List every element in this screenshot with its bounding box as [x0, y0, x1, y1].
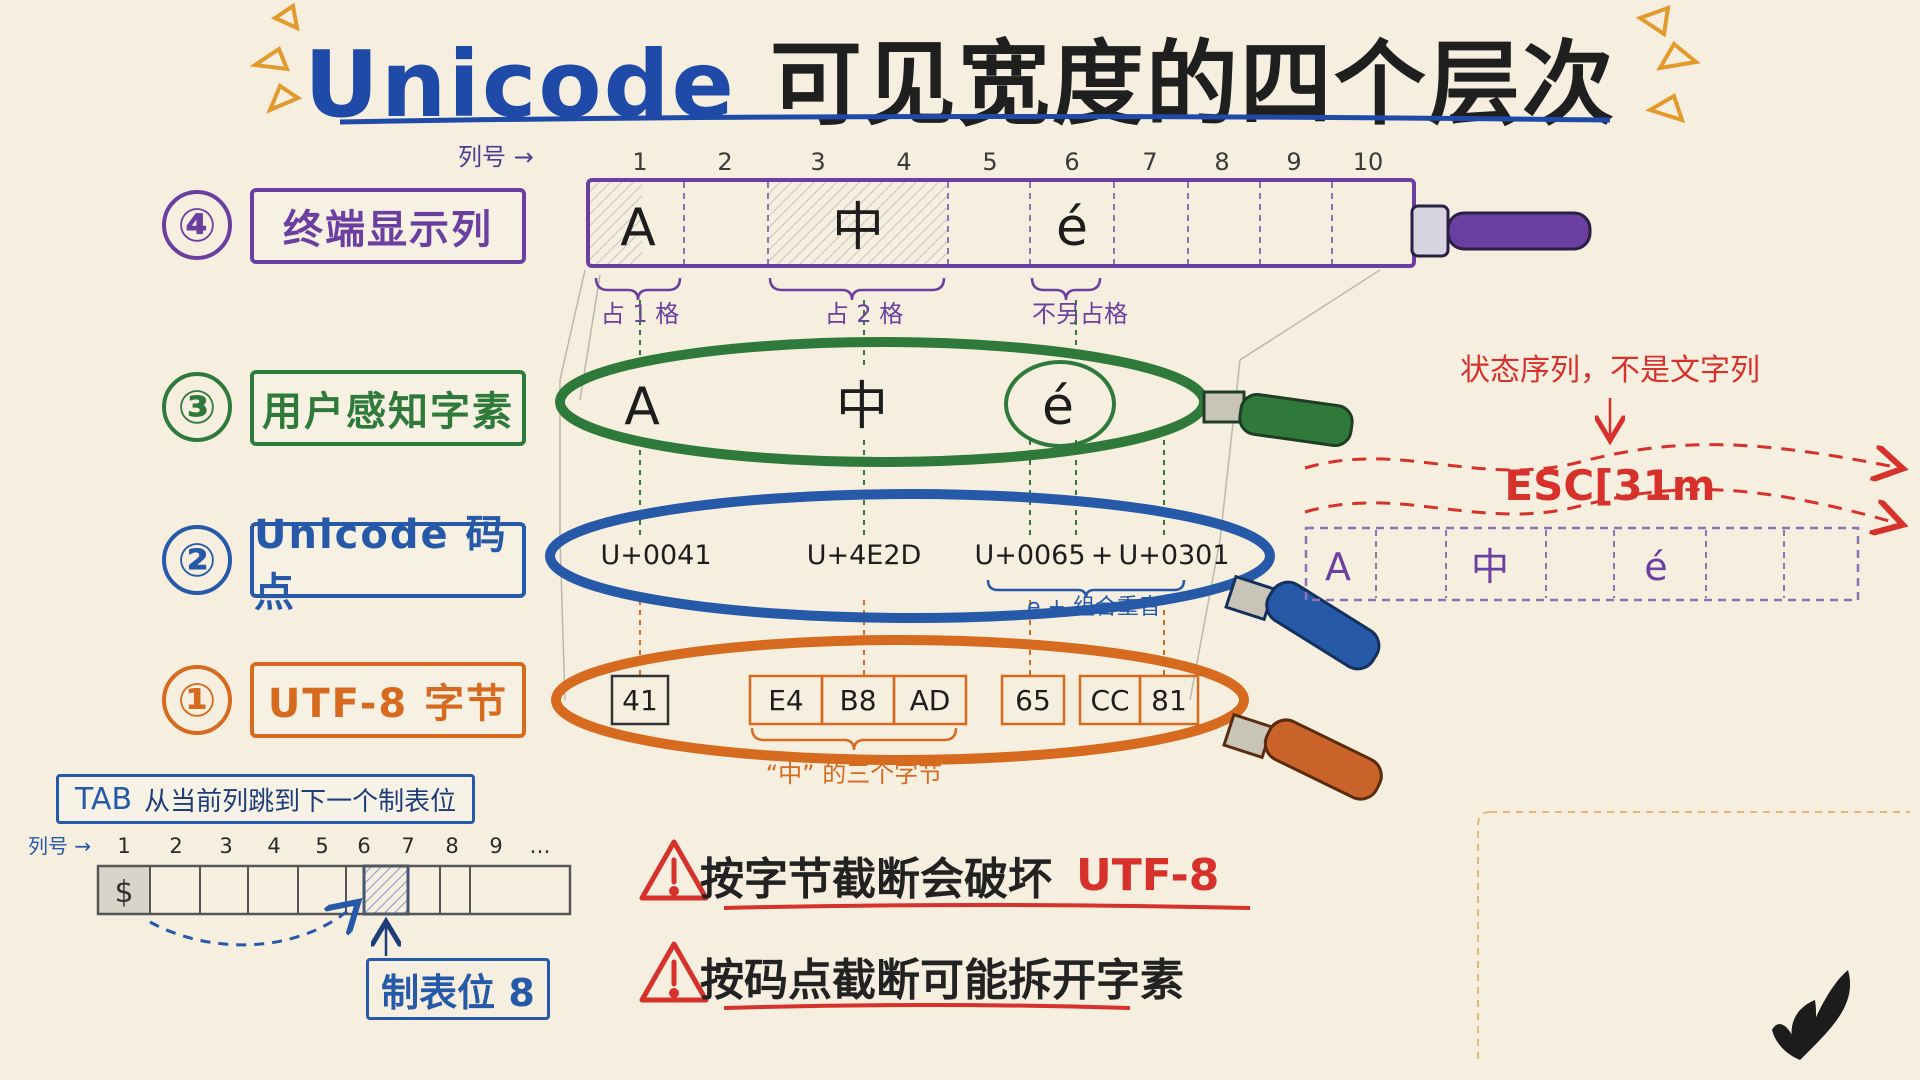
tab-column-number: 4	[267, 834, 280, 858]
combining-note: e + 组合重音	[1027, 595, 1161, 620]
title-underline	[339, 113, 1611, 125]
escape-cell-row	[1304, 526, 1860, 602]
tab-column-number: 3	[219, 834, 232, 858]
warning-1-text: 按字节截断会破坏	[700, 854, 1052, 905]
grapheme-lens	[555, 337, 1354, 467]
tab-ruler	[96, 864, 572, 916]
tab-column-number: 5	[315, 834, 328, 858]
bytes-brace	[750, 727, 958, 751]
level-4-number: ④	[162, 190, 232, 260]
tab-column-number: 8	[445, 834, 458, 858]
column-number: 7	[1142, 148, 1157, 176]
escape-wave-top	[1304, 443, 1900, 470]
empty-panel	[1477, 811, 1910, 1060]
tab-column-number: 9	[489, 834, 502, 858]
level-1-label: UTF-8 字节	[250, 662, 526, 738]
tab-first-cell: $	[114, 875, 133, 910]
codepoint-plus: +	[1091, 540, 1114, 571]
tab-stop-label: 制表位 8	[366, 958, 550, 1020]
byte-lens	[551, 635, 1383, 801]
tab-column-number: 6	[357, 834, 370, 858]
warning-underline-2	[723, 1003, 1131, 1010]
tab-subtitle: 从当前列跳到下一个制表位	[144, 786, 457, 817]
tab-column-number: …	[530, 834, 551, 858]
escape-cell-a: A	[1325, 545, 1351, 589]
codepoint-4e2d: U+4E2D	[807, 540, 922, 571]
escape-sequence: ESC[31m	[1504, 461, 1715, 510]
tab-column-numbers: 1 2 3 4 5 6 7 8 9 …	[117, 834, 550, 858]
grapheme-a: A	[624, 377, 660, 437]
escape-cell-zhong: 中	[1471, 545, 1509, 589]
byte-box	[1000, 674, 1066, 726]
codepoint-lens	[545, 489, 1381, 671]
column-number: 4	[896, 148, 911, 176]
warning-2-text: 按码点截断可能拆开字素	[700, 955, 1184, 1006]
warning-1-highlight: UTF-8	[1076, 849, 1220, 901]
level-4-label: 终端显示列	[250, 188, 526, 264]
terminal-cell-zhong: 中	[832, 198, 884, 258]
butterfly-logo-icon	[1772, 970, 1851, 1060]
warning-underline-1	[723, 903, 1251, 910]
level-3-label: 用户感知字素	[250, 370, 526, 446]
tab-column-number: 2	[169, 834, 182, 858]
column-number: 9	[1286, 148, 1301, 176]
warning-byte-truncation: 按字节截断会破坏 UTF-8	[640, 835, 1219, 915]
combining-brace	[986, 579, 1186, 599]
column-number: 2	[717, 148, 732, 176]
terminal-cell-a: A	[620, 198, 656, 258]
warning-icon	[639, 839, 709, 901]
column-number: 5	[982, 148, 997, 176]
byte-boxes: 41 E4 B8 AD 65 CC 81	[610, 674, 1200, 726]
level-3-number: ③	[162, 372, 232, 442]
column-number: 8	[1214, 148, 1229, 176]
codepoint-0301: U+0301	[1118, 540, 1229, 571]
byte-box	[1138, 674, 1200, 726]
cone-lines	[559, 269, 1381, 701]
column-label: 列号 →	[458, 143, 534, 171]
column-numbers: 1 2 3 4 5 6 7 8 9 10	[632, 148, 1383, 176]
escape-wave-bottom	[1304, 488, 1900, 524]
byte-value: 41	[622, 684, 658, 717]
warning-codepoint-truncation: 按码点截断可能拆开字素	[640, 936, 1184, 1016]
column-number: 10	[1353, 148, 1384, 176]
column-number: 6	[1064, 148, 1079, 176]
level-1-number: ①	[162, 665, 232, 735]
escape-note: 状态序列，不是文字列	[1460, 353, 1760, 388]
byte-value: CC	[1090, 684, 1129, 717]
width-braces	[594, 277, 1102, 301]
column-number: 1	[632, 148, 647, 176]
terminal-bar	[586, 178, 1592, 268]
bytes-note: “中” 的三个字节	[766, 760, 943, 788]
level-2-number: ②	[162, 525, 232, 595]
grapheme-e: é	[1042, 377, 1074, 437]
tab-jump-arrow	[149, 904, 356, 947]
tab-title: TAB	[75, 781, 133, 817]
terminal-bar-handle	[1446, 211, 1592, 251]
warning-icon	[639, 941, 709, 1003]
sparkle-icon	[249, 2, 1701, 124]
byte-value: 81	[1151, 684, 1187, 717]
byte-box	[892, 674, 968, 726]
tab-column-number: 7	[401, 834, 414, 858]
byte-value: 65	[1015, 684, 1051, 717]
width-note-3: 不另占格	[1032, 300, 1128, 328]
grapheme-zhong: 中	[836, 377, 888, 437]
codepoint-0065: U+0065	[974, 540, 1085, 571]
byte-box	[610, 674, 670, 726]
byte-value: AD	[910, 684, 951, 717]
byte-value: B8	[839, 684, 876, 717]
tab-column-number: 1	[117, 834, 130, 858]
tab-column-label: 列号 →	[28, 834, 91, 858]
byte-value: E4	[768, 684, 804, 717]
tab-title-box: TAB 从当前列跳到下一个制表位	[56, 774, 476, 824]
terminal-cell-e: é	[1056, 198, 1088, 258]
column-number: 3	[810, 148, 825, 176]
escape-cell-e: é	[1644, 545, 1667, 589]
codepoint-0041: U+0041	[600, 540, 711, 571]
